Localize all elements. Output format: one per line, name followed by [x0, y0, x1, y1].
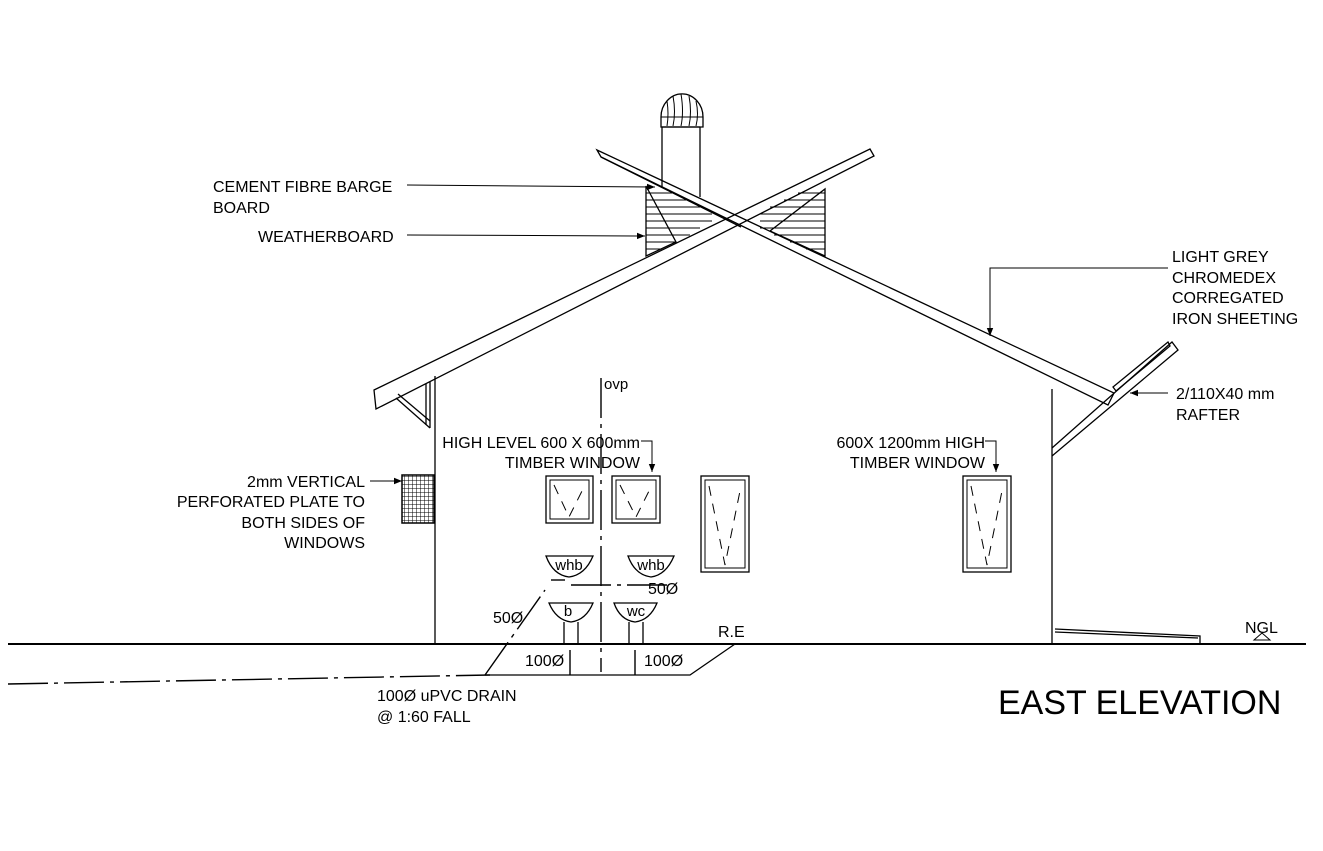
- perforated-plate-label-line2: PERFORATED PLATE TO: [177, 494, 365, 511]
- roof-sheeting-label-line1: LIGHT GREY: [1172, 249, 1269, 266]
- plumbing: [484, 378, 738, 676]
- high-level-window-right: [611, 475, 661, 524]
- roof-sheeting-label-line3: CORREGATED: [1172, 290, 1284, 307]
- perforated-plate-label-line1: 2mm VERTICAL: [247, 474, 365, 491]
- high-level-window-label-line2: TIMBER WINDOW: [505, 455, 641, 472]
- tall-window-center: [700, 475, 750, 573]
- pipe-100-left-label: 100Ø: [525, 653, 564, 670]
- high-level-window-left: [545, 475, 594, 524]
- barge-board-label-line2: BOARD: [213, 200, 270, 217]
- ovp-label: ovp: [604, 376, 628, 393]
- leaders: [370, 183, 1272, 641]
- roof-sheeting-label-line2: CHROMEDEX: [1172, 270, 1276, 287]
- roof-vent: [660, 93, 704, 197]
- house-walls: [434, 376, 1053, 643]
- tall-window-right: [962, 475, 1012, 573]
- pipe-50-left-label: 50Ø: [493, 610, 523, 627]
- perforated-plate-label-line3: BOTH SIDES OF: [241, 515, 365, 532]
- whb-right-label: whb: [636, 557, 665, 574]
- pipe-100-right-label: 100Ø: [644, 653, 683, 670]
- whb-left-label: whb: [554, 557, 583, 574]
- ngl-label: NGL: [1245, 620, 1278, 637]
- drain-label-line1: 100Ø uPVC DRAIN: [377, 688, 517, 705]
- drain-label-line2: @ 1:60 FALL: [377, 709, 471, 726]
- high-level-window-label-line1: HIGH LEVEL 600 X 600mm: [442, 435, 640, 452]
- wc-label: wc: [626, 603, 646, 620]
- drawing-title: EAST ELEVATION: [998, 684, 1281, 722]
- roof-sheeting-label-line4: IRON SHEETING: [1172, 311, 1298, 328]
- roof-board-right: [595, 148, 1115, 406]
- perforated-plate-label-line4: WINDOWS: [284, 535, 365, 552]
- drain-line: [7, 674, 491, 685]
- basin-label: b: [564, 603, 572, 620]
- perforated-plate: [401, 474, 435, 524]
- ramp: [1054, 628, 1201, 643]
- re-label: R.E: [718, 624, 745, 641]
- weatherboard-infill: [645, 185, 826, 258]
- high-window-label-line2: TIMBER WINDOW: [850, 455, 986, 472]
- pipe-50-right-label: 50Ø: [648, 581, 678, 598]
- rafter-extension: [1051, 340, 1179, 457]
- rafter-label-line2: RAFTER: [1176, 407, 1240, 424]
- high-window-label-line1: 600X 1200mm HIGH: [836, 435, 985, 452]
- eave-bracket: [395, 382, 431, 429]
- barge-board-label-line1: CEMENT FIBRE BARGE: [213, 179, 392, 196]
- roof-board-left: [373, 148, 875, 411]
- rafter-label-line1: 2/110X40 mm: [1176, 386, 1274, 403]
- weatherboard-label: WEATHERBOARD: [258, 229, 394, 246]
